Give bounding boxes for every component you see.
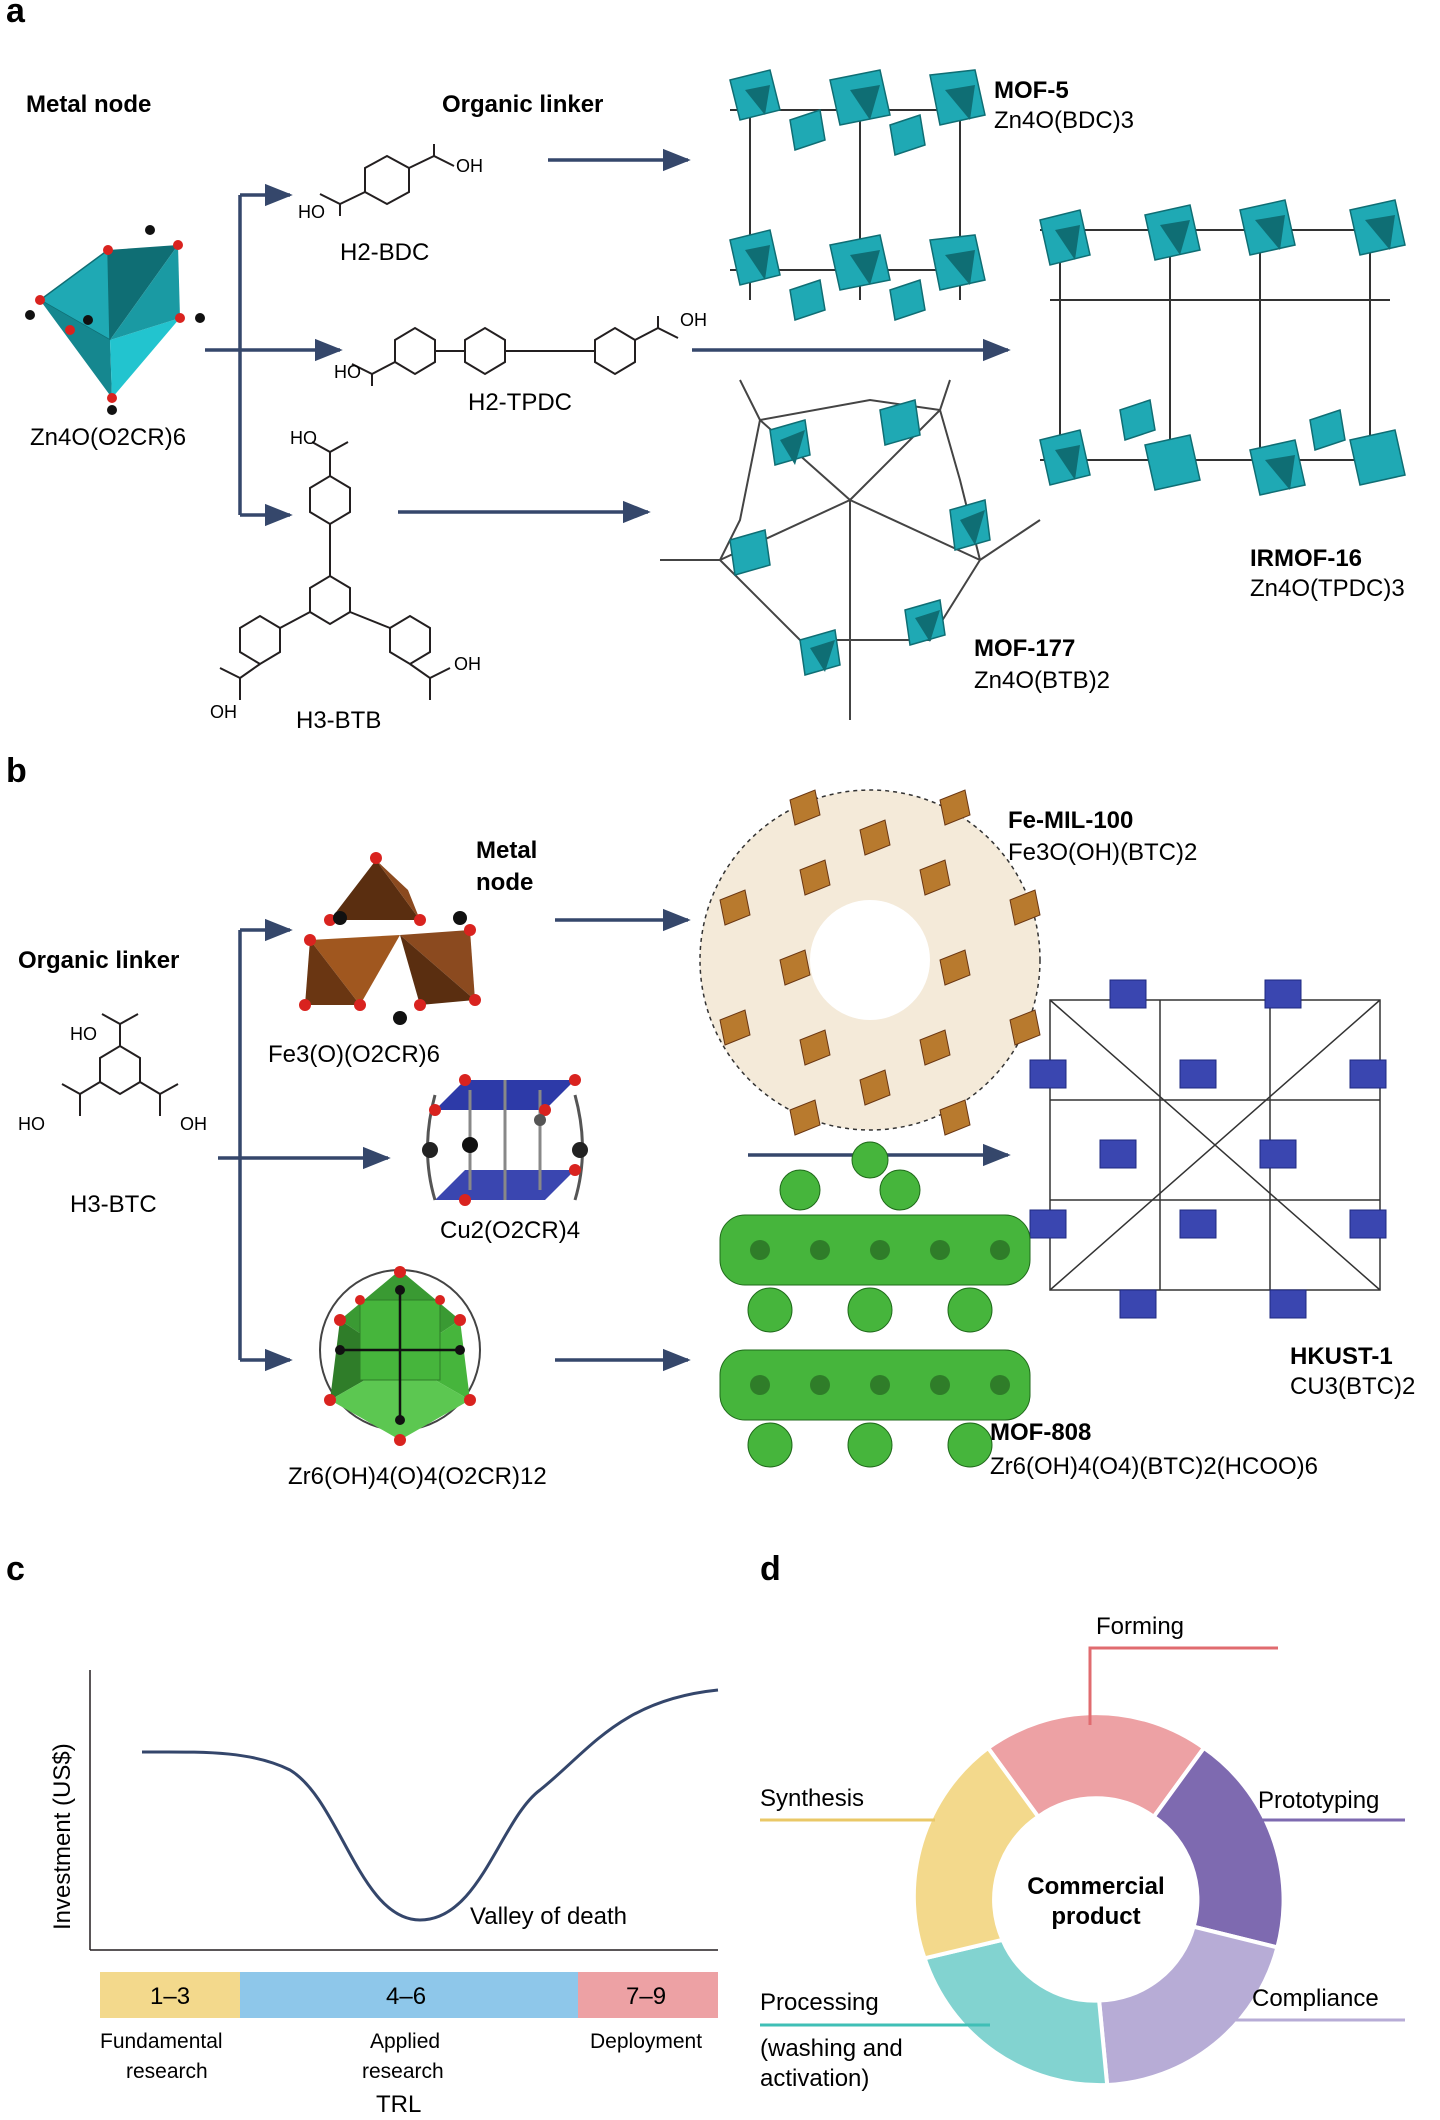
bdc-oh: OH <box>456 156 483 176</box>
fe-mil-100-formula: Fe3O(OH)(BTC)2 <box>1008 839 1197 866</box>
label-processing-2: (washing and <box>760 2035 903 2062</box>
segment-compliance <box>1096 1924 1280 2088</box>
panel-c-axes <box>89 1670 718 1951</box>
stage-1-label-2: research <box>126 2060 208 2083</box>
label-processing-3: activation) <box>760 2065 869 2092</box>
mof-5-name: MOF-5 <box>994 77 1069 104</box>
label-compliance: Compliance <box>1252 1985 1379 2012</box>
label-forming: Forming <box>1096 1613 1184 1640</box>
donut-leader-lines <box>760 1646 1405 2027</box>
h2-bdc-structure <box>319 144 455 216</box>
fe-mil-100-framework <box>699 789 1041 1136</box>
btb-oh-right: OH <box>454 654 481 674</box>
segment-prototyping <box>1150 1745 1286 1950</box>
linker-tpdc-label: H2-TPDC <box>468 389 572 416</box>
btc-oh-right: OH <box>180 1114 207 1134</box>
trl-bar-7-9 <box>578 1972 718 2018</box>
organic-linker-title-a: Organic linker <box>442 91 603 118</box>
label-synthesis: Synthesis <box>760 1785 864 1812</box>
panel-d-letter: d <box>760 1550 781 1588</box>
branch-arrows-b <box>218 908 1011 1372</box>
h3-btb-structure <box>219 441 451 700</box>
h2-tpdc-structure <box>351 316 679 386</box>
mof-177-formula: Zn4O(BTB)2 <box>974 667 1110 694</box>
linker-bdc-label: H2-BDC <box>340 239 429 266</box>
trl-range-3: 7–9 <box>626 1983 666 2010</box>
fe-node-formula: Fe3(O)(O2CR)6 <box>268 1041 440 1068</box>
bdc-ho: HO <box>298 202 325 222</box>
metal-node-title: Metal node <box>26 91 151 118</box>
hkust-1-name: HKUST-1 <box>1290 1343 1393 1370</box>
metal-title-b-2: node <box>476 869 533 896</box>
segment-processing <box>922 1937 1110 2088</box>
zr-node-formula: Zr6(OH)4(O)4(O2CR)12 <box>288 1463 547 1490</box>
mof-808-formula: Zr6(OH)4(O4)(BTC)2(HCOO)6 <box>990 1453 1318 1480</box>
label-processing: Processing <box>760 1989 879 2016</box>
irmof-16-formula: Zn4O(TPDC)3 <box>1250 575 1405 602</box>
h3-btc-structure <box>61 1013 179 1116</box>
mof-177-framework <box>660 379 1041 720</box>
donut-center-line-2: product <box>1051 1903 1140 1930</box>
trl-bar-4-6 <box>240 1972 578 2018</box>
tpdc-ho: HO <box>334 362 361 382</box>
trl-range-2: 4–6 <box>386 1983 426 2010</box>
btb-ho: HO <box>290 428 317 448</box>
linker-btb-label: H3-BTB <box>296 707 381 734</box>
stage-1-label-1: Fundamental <box>100 2030 223 2053</box>
tpdc-oh: OH <box>680 310 707 330</box>
label-prototyping: Prototyping <box>1258 1787 1379 1814</box>
node-formula-a: Zn4O(O2CR)6 <box>30 424 186 451</box>
irmof-16-name: IRMOF-16 <box>1250 545 1362 572</box>
fe-mil-100-name: Fe-MIL-100 <box>1008 807 1133 834</box>
panel-c-xlabel: TRL <box>376 2091 421 2118</box>
zr6-node-cluster <box>319 1266 481 1446</box>
mof-808-framework <box>719 1141 1031 1468</box>
stage-2-label-2: research <box>362 2060 444 2083</box>
mof-5-formula: Zn4O(BDC)3 <box>994 107 1134 134</box>
hkust-1-framework <box>1029 979 1387 1319</box>
investment-curve <box>141 1688 719 1922</box>
btc-ho-top: HO <box>70 1024 97 1044</box>
panel-b-letter: b <box>6 752 27 790</box>
btc-ho-left: HO <box>18 1114 45 1134</box>
donut-chart <box>911 1711 1286 2088</box>
panel-c-ylabel: Investment (US$) <box>49 1743 76 1930</box>
cu-paddlewheel-cluster <box>422 1074 588 1206</box>
hkust-1-formula: CU3(BTC)2 <box>1290 1373 1415 1400</box>
irmof-16-framework <box>1039 199 1406 496</box>
zn4o-node-cluster <box>25 225 205 415</box>
panel-a-letter: a <box>6 0 26 30</box>
mof-177-name: MOF-177 <box>974 635 1075 662</box>
cu-node-formula: Cu2(O2CR)4 <box>440 1217 580 1244</box>
fe3o-node-cluster <box>299 852 481 1025</box>
donut-center-line-1: Commercial <box>1027 1873 1164 1900</box>
segment-forming <box>985 1711 1207 1820</box>
btb-oh-left: OH <box>210 702 237 722</box>
panel-c-letter: c <box>6 1550 25 1588</box>
trl-bar-1-3 <box>100 1972 240 2018</box>
branch-arrows-a <box>205 148 1011 527</box>
metal-title-b-1: Metal <box>476 837 537 864</box>
segment-synthesis <box>911 1745 1042 1961</box>
valley-of-death-label: Valley of death <box>470 1903 627 1930</box>
mof-808-name: MOF-808 <box>990 1419 1091 1446</box>
trl-range-1: 1–3 <box>150 1983 190 2010</box>
stage-2-label-1: Applied <box>370 2030 440 2053</box>
stage-3-label-1: Deployment <box>590 2030 702 2053</box>
mof-5-framework <box>729 69 986 321</box>
organic-linker-title-b: Organic linker <box>18 947 179 974</box>
btc-label: H3-BTC <box>70 1191 157 1218</box>
